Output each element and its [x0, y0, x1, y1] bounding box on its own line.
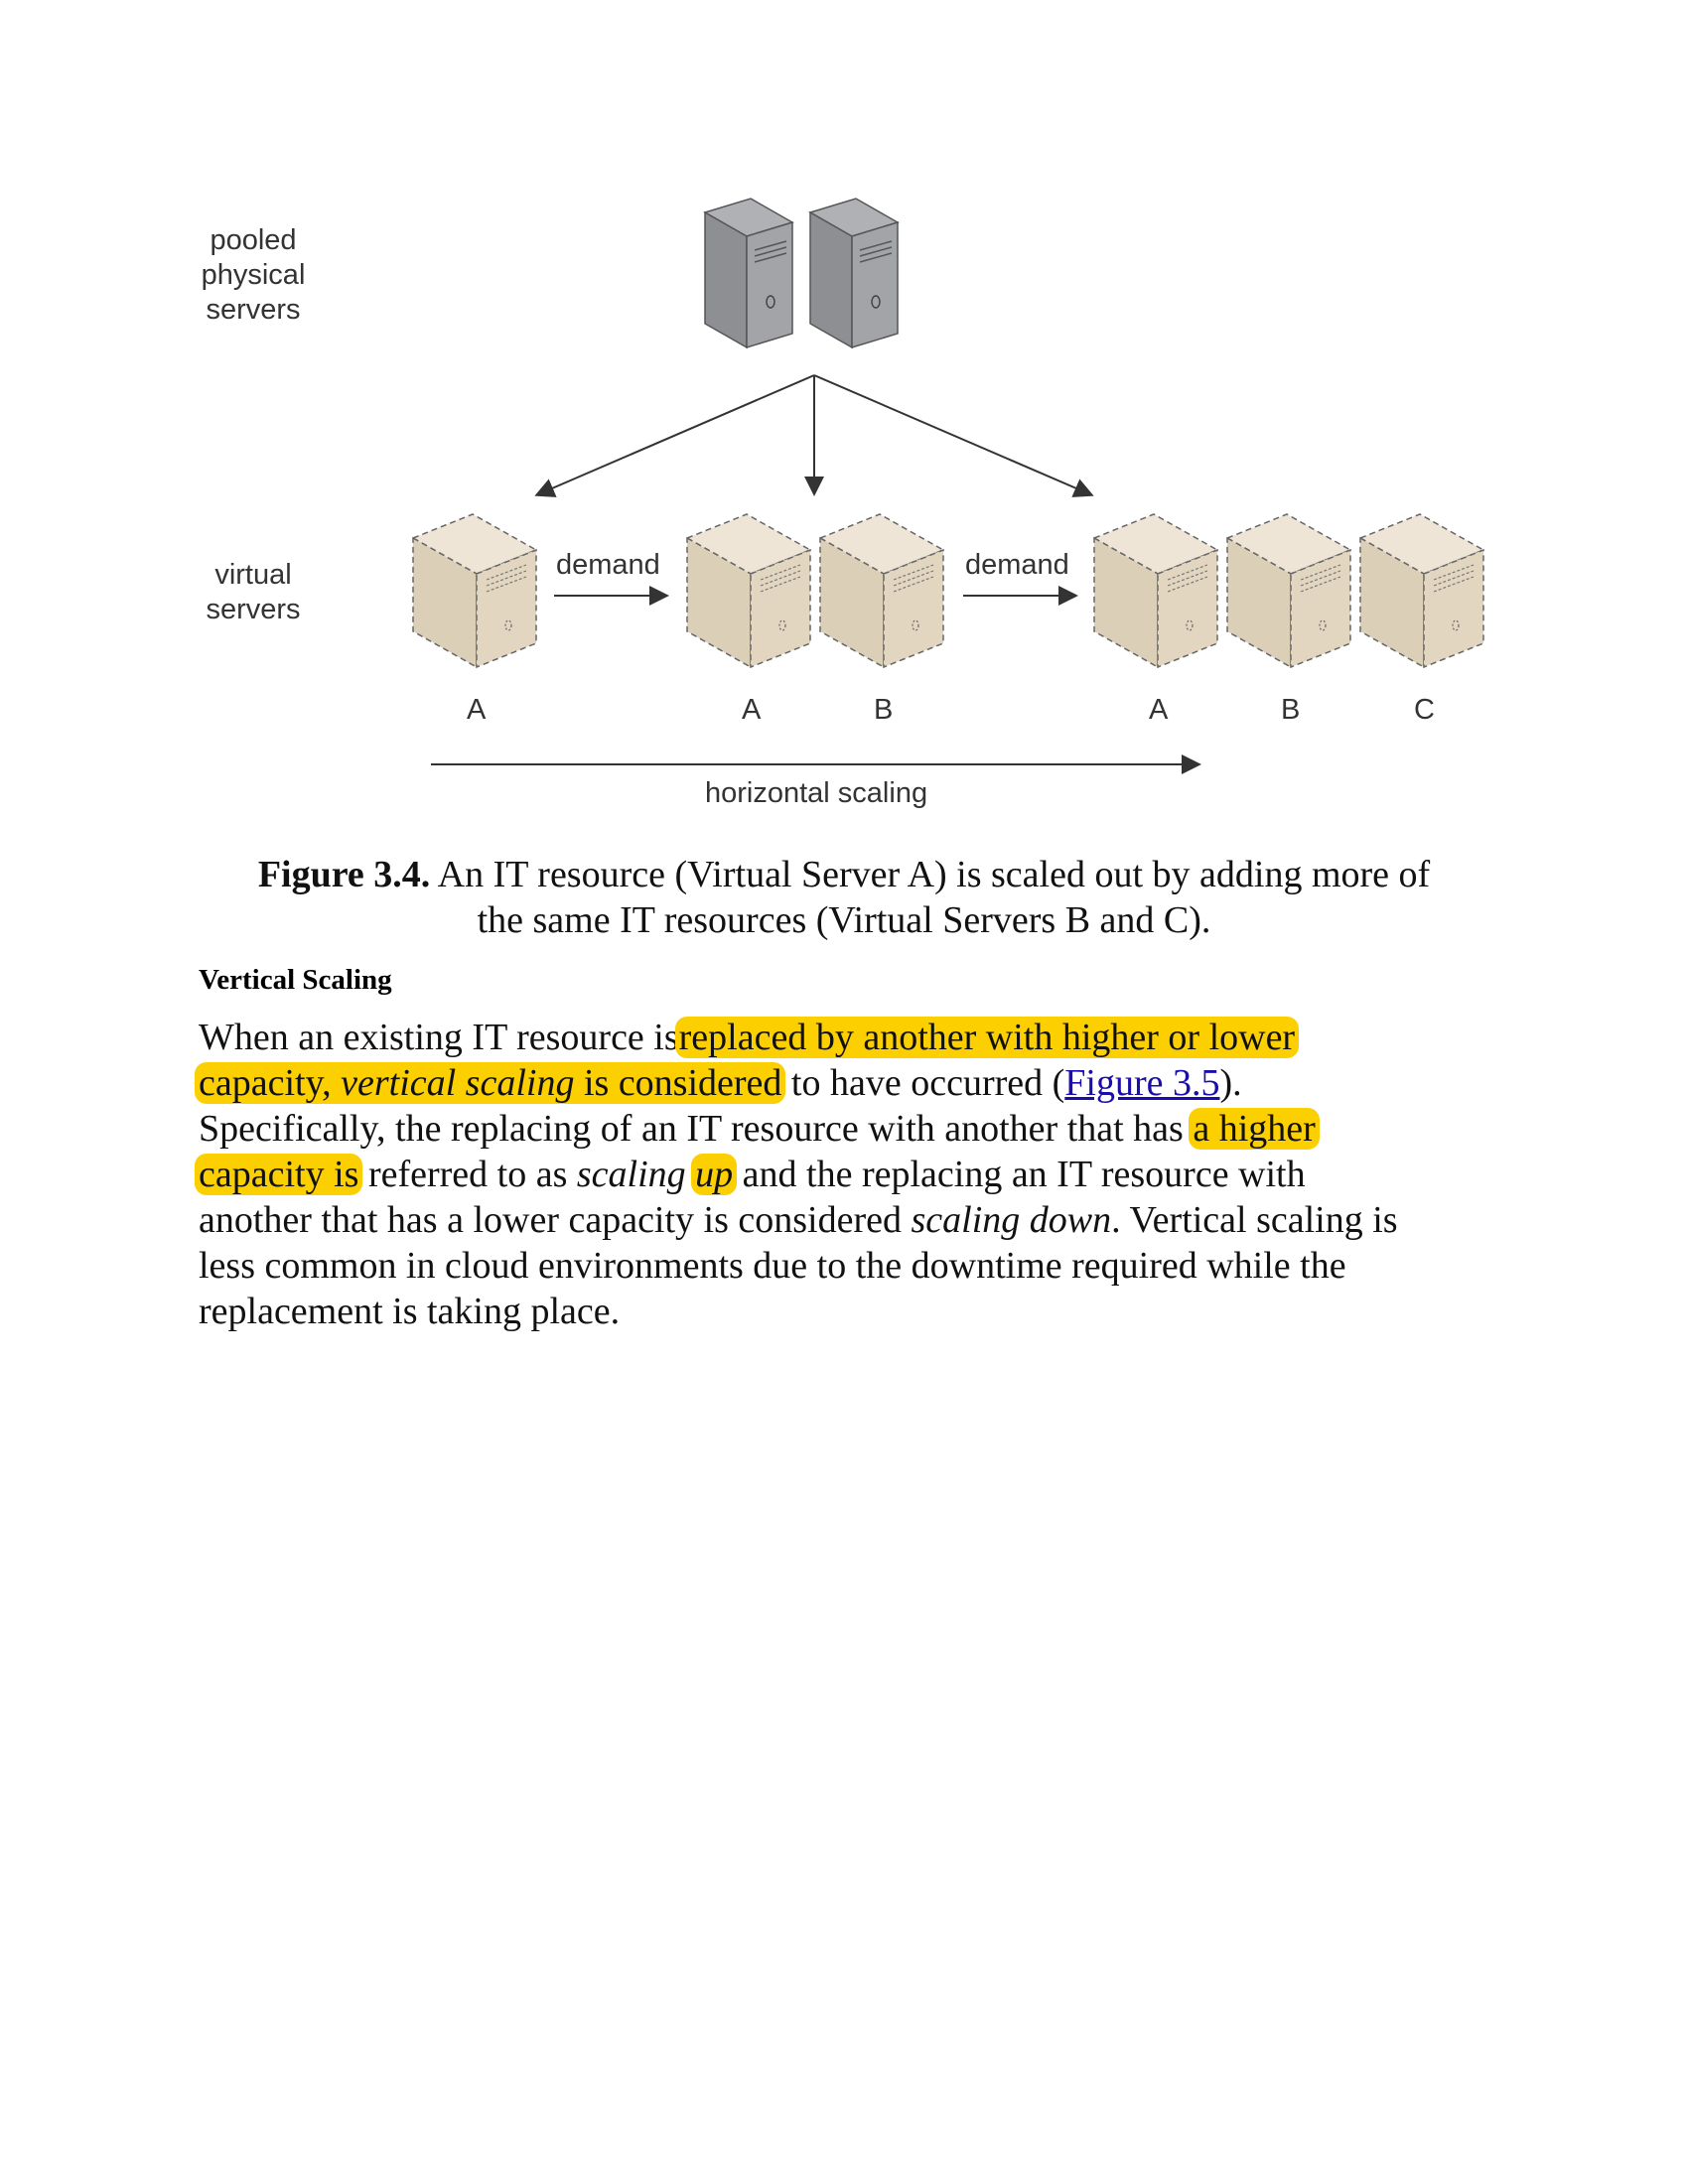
text-run: capacity,: [199, 1062, 342, 1104]
virtual-server-a-stage2-icon: [686, 513, 811, 668]
server-letter-c: C: [1414, 694, 1435, 726]
server-letter-b-2: B: [1281, 694, 1301, 726]
virtual-server-b-stage2-icon: [819, 513, 944, 668]
paragraph-line-5: another that has a lower capacity is con…: [199, 1197, 1509, 1243]
highlight[interactable]: capacity is: [195, 1154, 363, 1195]
label-line: physical: [201, 259, 306, 291]
paragraph-line-4: capacity is referred to as scaling up an…: [195, 1152, 1509, 1197]
text-run: another that has a lower capacity is con…: [199, 1199, 912, 1241]
paragraph-line-1: When an existing IT resource isreplaced …: [199, 1015, 1509, 1060]
section-heading: Vertical Scaling: [199, 964, 392, 996]
physical-server-2-icon: [809, 198, 899, 348]
paragraph-line-2: capacity, vertical scaling is considered…: [195, 1060, 1509, 1106]
demand-label-2: demand: [965, 549, 1069, 581]
pooled-physical-servers-label: pooled physical servers: [179, 223, 328, 328]
caption-label: Figure 3.4.: [257, 854, 431, 895]
text-run: replacement is taking place.: [199, 1291, 621, 1332]
highlight[interactable]: capacity, vertical scaling is considered: [195, 1062, 786, 1104]
virtual-server-a-stage1-icon: [412, 513, 537, 668]
text-run: . Vertical scaling is: [1111, 1199, 1398, 1241]
label-line: servers: [206, 294, 301, 326]
caption-text-1: An IT resource (Virtual Server A) is sca…: [430, 854, 1431, 895]
figure-graphic: [412, 198, 1484, 774]
label-line: virtual: [214, 559, 292, 591]
text-run: to have occurred (: [781, 1062, 1065, 1104]
text-run: less common in cloud environments due to…: [199, 1245, 1346, 1287]
server-letter-a-2: A: [742, 694, 762, 726]
figure-caption: Figure 3.4. An IT resource (Virtual Serv…: [199, 852, 1489, 943]
text-run: is considered: [574, 1062, 782, 1104]
highlight[interactable]: up: [691, 1154, 738, 1195]
server-letter-b-1: B: [874, 694, 894, 726]
highlight[interactable]: replaced by another with higher or lower: [674, 1017, 1300, 1058]
figure-3-5-link[interactable]: Figure 3.5: [1064, 1062, 1220, 1104]
italic-term: scaling down: [911, 1199, 1112, 1241]
text-run: ).: [1219, 1062, 1242, 1104]
demand-label-1: demand: [556, 549, 660, 581]
horizontal-scaling-label: horizontal scaling: [705, 777, 928, 809]
italic-term: vertical scaling: [341, 1062, 575, 1104]
virtual-server-b-stage3-icon: [1226, 513, 1351, 668]
body-paragraph: When an existing IT resource isreplaced …: [195, 1015, 1509, 1334]
text-run: Specifically, the replacing of an IT res…: [199, 1108, 1194, 1150]
label-line: servers: [206, 594, 301, 625]
text-run: and the replacing an IT resource with: [733, 1154, 1306, 1195]
server-letter-a-3: A: [1149, 694, 1169, 726]
virtual-server-a-stage3-icon: [1093, 513, 1218, 668]
distribution-arrows: [534, 374, 1094, 497]
physical-server-1-icon: [704, 198, 793, 348]
paragraph-line-3: Specifically, the replacing of an IT res…: [199, 1106, 1509, 1152]
paragraph-line-6: less common in cloud environments due to…: [199, 1243, 1509, 1289]
text-run: When an existing IT resource is: [199, 1017, 679, 1058]
virtual-servers-label: virtual servers: [179, 558, 328, 627]
server-letter-a-1: A: [467, 694, 487, 726]
italic-term: scaling: [576, 1154, 686, 1195]
caption-text-2: the same IT resources (Virtual Servers B…: [477, 899, 1211, 941]
text-run: referred to as: [358, 1154, 577, 1195]
highlight[interactable]: a higher: [1189, 1108, 1320, 1150]
paragraph-line-7: replacement is taking place.: [199, 1289, 1509, 1334]
horizontal-scaling-figure: pooled physical servers virtual servers …: [179, 179, 1509, 834]
label-line: pooled: [210, 224, 297, 256]
virtual-server-c-stage3-icon: [1359, 513, 1484, 668]
